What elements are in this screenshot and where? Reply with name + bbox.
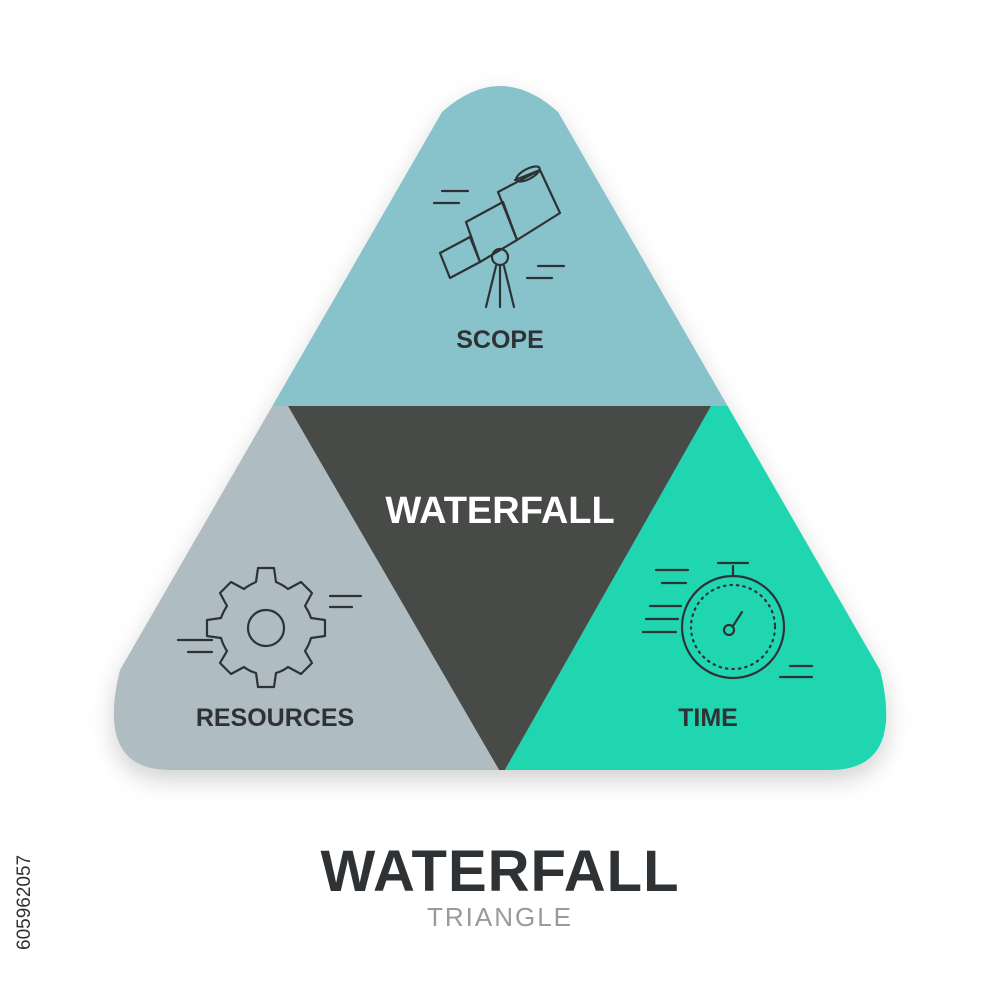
time-label: TIME [678,704,738,732]
resources-label: RESOURCES [195,704,355,732]
main-title: WATERFALL [320,839,680,904]
stopwatch-icon [641,561,814,680]
gear-icon [176,566,363,689]
stock-id-value: 605962057 [14,854,35,950]
telescope-icon [432,165,566,309]
stock-id-text: 605962057 [0,750,76,970]
center-label: WATERFALL [385,490,615,532]
subtitle: TRIANGLE [426,902,574,932]
center-triangle [288,406,711,770]
scope-label: SCOPE [456,326,544,354]
